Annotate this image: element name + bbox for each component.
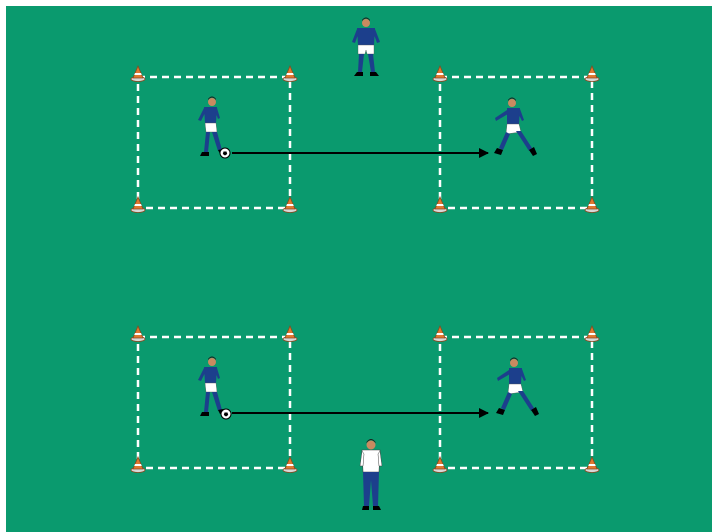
soccer-ball-icon bbox=[220, 148, 230, 158]
pitch-surface bbox=[6, 6, 712, 532]
soccer-ball-icon bbox=[221, 409, 231, 419]
